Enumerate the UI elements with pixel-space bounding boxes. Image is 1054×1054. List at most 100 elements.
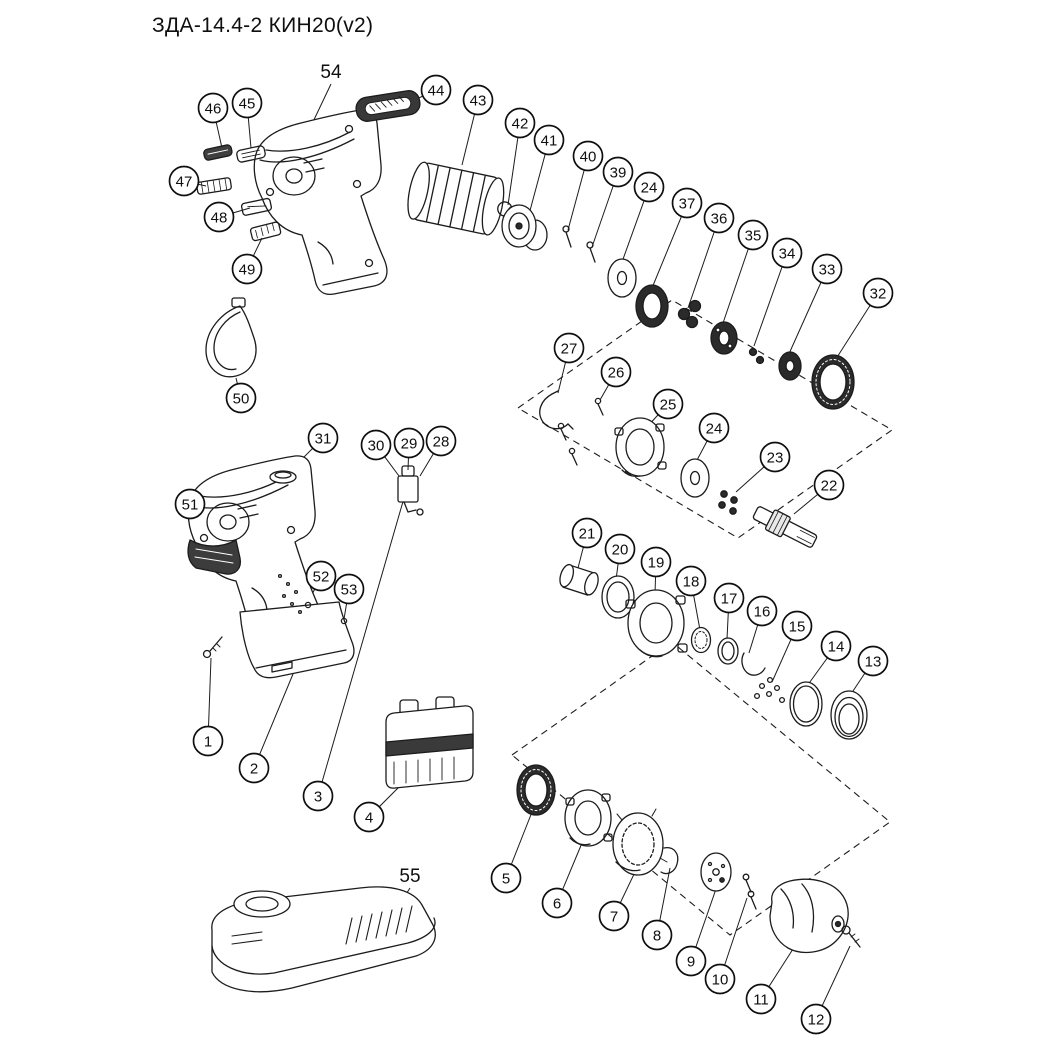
- callout-18: 18: [675, 565, 707, 597]
- callout-number: 51: [182, 497, 199, 514]
- callout-circle: [671, 187, 703, 219]
- callout-circle: [353, 801, 385, 833]
- callout-circle: [713, 582, 745, 614]
- callout-24: 24: [698, 412, 730, 444]
- part-spring-13: [830, 690, 868, 740]
- callout-circle: [192, 725, 224, 757]
- callout-13: 13: [857, 645, 889, 677]
- callout-circle: [333, 573, 365, 605]
- part-screw-12: [841, 925, 861, 948]
- part-button-31: [269, 470, 297, 484]
- callout-number: 24: [706, 421, 723, 438]
- part-clutch-cup-6: [564, 789, 613, 847]
- callout-25: 25: [652, 388, 684, 420]
- part-chuck-11: [769, 878, 849, 954]
- callout-45: 45: [231, 87, 263, 119]
- callout-circle: [781, 610, 813, 642]
- callout-22: 22: [813, 469, 845, 501]
- part-housing-25: [614, 417, 667, 478]
- callout-number: 21: [579, 526, 596, 543]
- callout-52: 52: [305, 560, 337, 592]
- callout-19: 19: [640, 546, 672, 578]
- callout-number: 42: [512, 116, 529, 133]
- part-bearing-18: [690, 626, 712, 654]
- callout-number: 6: [553, 896, 561, 913]
- callout-4: 4: [353, 801, 385, 833]
- callout-number: 46: [205, 101, 222, 118]
- callout-circle: [800, 1003, 832, 1035]
- leader-line-2: [253, 661, 299, 769]
- callout-number: 26: [608, 365, 625, 382]
- callout-circle: [504, 107, 536, 139]
- callout-number: 53: [341, 582, 358, 599]
- callout-circle: [168, 165, 200, 197]
- callout-24: 24: [633, 171, 665, 203]
- callout-circle: [572, 140, 604, 172]
- callout-circle: [553, 332, 585, 364]
- callout-number: 12: [808, 1012, 825, 1029]
- callout-46: 46: [197, 92, 229, 124]
- callout-34: 34: [771, 237, 803, 269]
- callout-number: 17: [721, 591, 738, 608]
- part-charger: [211, 886, 436, 993]
- callout-1: 1: [192, 725, 224, 757]
- callout-6: 6: [541, 887, 573, 919]
- callout-number: 15: [789, 619, 806, 636]
- callout-43: 43: [462, 84, 494, 116]
- part-clutch-housing-7: [612, 808, 668, 876]
- callout-number: 19: [648, 555, 665, 572]
- part-circlip-16: [741, 652, 766, 676]
- callout-10: 10: [704, 963, 736, 995]
- callout-28: 28: [425, 425, 457, 457]
- part-washer-24b: [680, 458, 710, 498]
- callout-53: 53: [333, 573, 365, 605]
- callout-number: 10: [712, 972, 729, 989]
- part-motor-screws: [562, 225, 596, 263]
- callout-26: 26: [600, 356, 632, 388]
- callout-number: 1: [204, 734, 212, 751]
- callout-30: 30: [360, 429, 392, 461]
- callout-8: 8: [641, 919, 673, 951]
- callout-36: 36: [703, 202, 735, 234]
- callout-circle: [759, 441, 791, 473]
- leader-line-34: [753, 252, 788, 347]
- callout-circle: [675, 945, 707, 977]
- part-label-55: 55: [399, 866, 420, 887]
- part-clip-8: [660, 847, 679, 875]
- callout-number: 29: [401, 436, 418, 453]
- part-tube-21: [559, 563, 599, 596]
- callout-number: 50: [233, 391, 250, 408]
- callout-number: 37: [679, 196, 696, 213]
- callout-circle: [745, 983, 777, 1015]
- callout-50: 50: [225, 382, 257, 414]
- part-pins-23: [718, 490, 738, 515]
- callout-circle: [238, 752, 270, 784]
- assembly-box-clutch-group: [511, 641, 891, 936]
- callout-circle: [604, 533, 636, 565]
- callout-number: 13: [865, 654, 882, 671]
- callout-circle: [820, 630, 852, 662]
- leader-line-54: [310, 83, 332, 127]
- callout-circle: [360, 429, 392, 461]
- callout-circle: [425, 425, 457, 457]
- callout-number: 25: [660, 397, 677, 414]
- callout-circle: [640, 546, 672, 578]
- callout-number: 5: [502, 871, 510, 888]
- part-strip-49: [249, 221, 282, 242]
- callout-number: 20: [612, 542, 629, 559]
- callout-number: 48: [211, 210, 228, 227]
- callout-circle: [307, 422, 339, 454]
- callout-11: 11: [745, 983, 777, 1015]
- part-balls-15: [753, 676, 786, 704]
- callout-41: 41: [533, 124, 565, 156]
- callout-number: 4: [365, 810, 373, 827]
- callout-number: 47: [176, 174, 193, 191]
- part-ring-37: [635, 284, 669, 328]
- callout-circle: [811, 253, 843, 285]
- callout-9: 9: [675, 945, 707, 977]
- callout-circle: [462, 84, 494, 116]
- callout-number: 44: [428, 83, 445, 100]
- callout-47: 47: [168, 165, 200, 197]
- callout-number: 35: [745, 228, 762, 245]
